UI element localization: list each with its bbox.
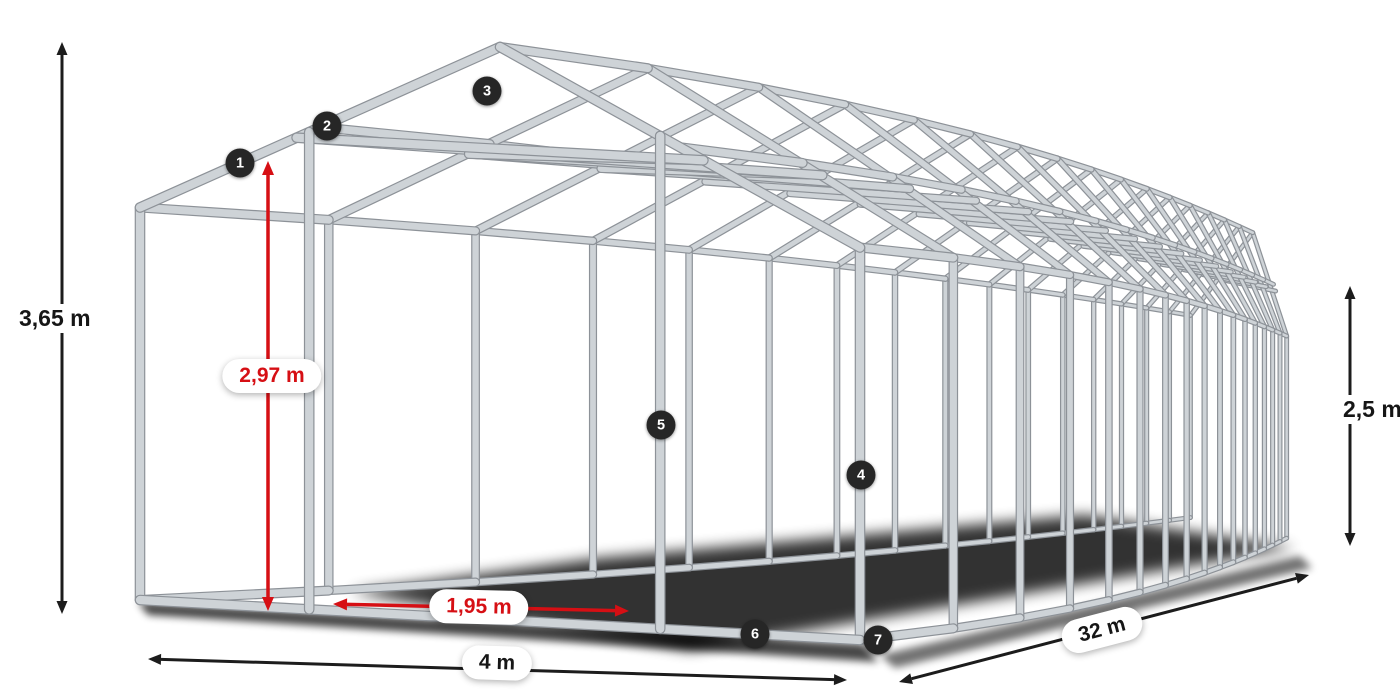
- frame-part-marker-2: 2: [312, 111, 342, 141]
- frame-part-marker-5: 5: [646, 410, 676, 440]
- tent-frame: [134, 41, 1290, 646]
- frame-part-marker-7: 7: [863, 625, 893, 655]
- side-height-dimension-label: 2,5 m: [1338, 395, 1400, 425]
- frame-part-marker-3: 3: [472, 76, 502, 106]
- total-height-dimension-label: 3,65 m: [14, 304, 96, 334]
- width-dimension-label: 4 m: [461, 644, 533, 682]
- entrance-height-dimension-label: 2,97 m: [222, 359, 322, 393]
- entrance-width-dimension-label: 1,95 m: [428, 588, 530, 626]
- frame-part-marker-4: 4: [846, 460, 876, 490]
- ground-shadow: [138, 515, 1312, 668]
- frame-part-marker-6: 6: [740, 619, 770, 649]
- frame-part-marker-1: 1: [225, 148, 255, 178]
